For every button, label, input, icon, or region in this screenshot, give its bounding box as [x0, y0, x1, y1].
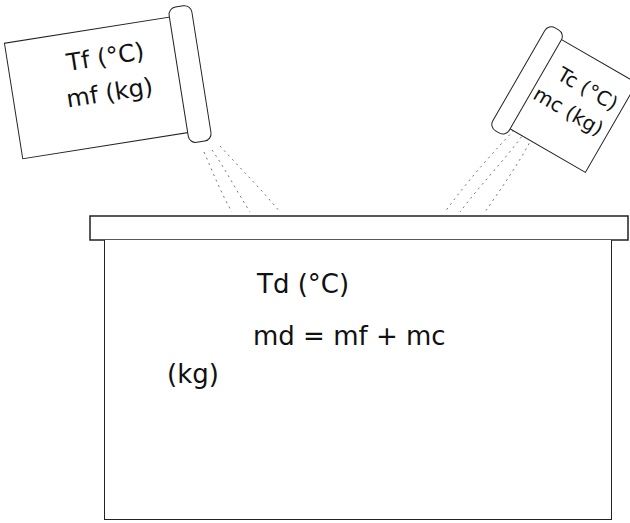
quantity-label: Tf (°C)	[65, 38, 147, 77]
bucket-hot: Tf (°C)mf (kg)	[4, 15, 200, 160]
quantity-label: Td (°C)	[257, 270, 349, 300]
tank-lid	[90, 216, 628, 240]
pour-stream	[212, 150, 250, 212]
pour-stream	[204, 152, 232, 212]
quantity-label: mf (kg)	[64, 73, 155, 114]
pour-stream	[445, 126, 518, 212]
pour-stream	[220, 146, 280, 212]
mixing-tank: Td (°C) md = mf + mc (kg)	[104, 240, 612, 520]
bucket-cold: Tc (°C)mc (kg)	[502, 35, 630, 173]
bucket-rim	[167, 4, 212, 144]
pour-stream	[485, 138, 532, 212]
pour-stream	[460, 132, 525, 212]
quantity-label: (kg)	[167, 360, 219, 390]
quantity-label: md = mf + mc	[253, 322, 446, 352]
